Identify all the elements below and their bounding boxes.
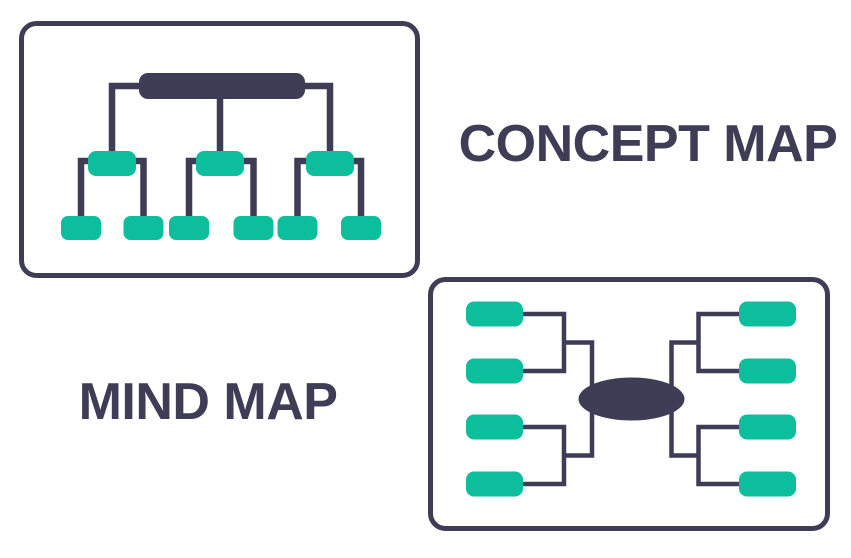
branch-node [196,151,244,176]
leaf-node [341,216,381,240]
branch-node [88,151,136,176]
root-node [139,73,305,99]
leaf-node [233,216,274,240]
connector [305,82,334,151]
leaf-node [169,216,209,240]
branch-node [306,151,354,176]
mind-map-title: MIND MAP [78,373,338,431]
mind-map-panel [428,277,830,531]
branch-node [466,358,523,384]
central-topic-node [578,377,685,421]
branch-node [466,471,523,497]
concept-map-diagram [19,21,420,278]
branch-node [739,358,796,384]
concept-map-title: CONCEPT MAP [458,115,838,173]
leaf-node [61,216,101,240]
branch-node [739,301,796,327]
branch-node [739,414,796,440]
leaf-node [277,216,318,240]
leaf-node [123,216,164,240]
branch-node [466,414,523,440]
branch-node [466,301,523,327]
connector [108,82,139,151]
branch-node [739,471,796,497]
mind-map-diagram [428,277,830,531]
concept-map-panel [19,21,420,278]
